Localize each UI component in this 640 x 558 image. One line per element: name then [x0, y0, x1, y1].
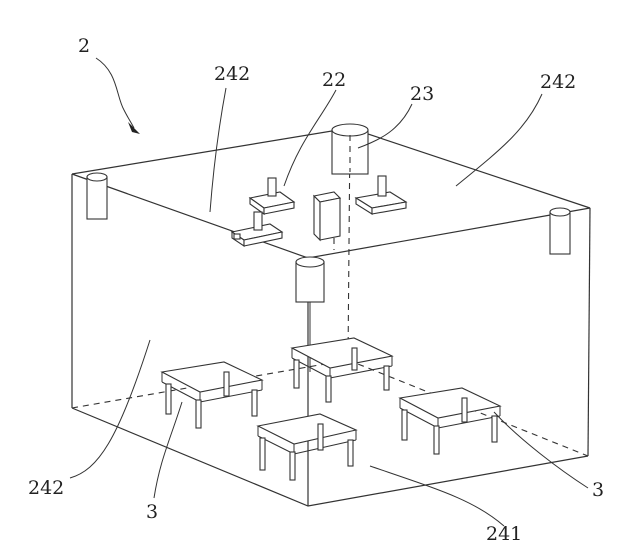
table-right	[398, 387, 502, 455]
component-23	[354, 175, 408, 215]
cylinder-top-front	[295, 256, 325, 303]
cylinder-top-back	[331, 123, 369, 175]
label-top-panel-right: 242	[540, 71, 576, 93]
component-22	[230, 177, 296, 248]
label-table-right: 3	[592, 479, 604, 501]
label-assembly-2: 2	[78, 35, 90, 57]
label-floor: 241	[486, 523, 522, 545]
label-left-panel: 242	[28, 477, 64, 499]
label-component-22: 22	[322, 69, 346, 91]
label-table-left: 3	[146, 501, 158, 523]
cylinder-top-left	[86, 172, 108, 220]
leader-lines	[69, 57, 589, 527]
label-top-panel-left: 242	[214, 63, 250, 85]
central-module	[312, 191, 342, 250]
table-left	[160, 361, 264, 429]
table-back	[290, 337, 394, 403]
enclosure-box	[71, 127, 591, 507]
table-front	[256, 413, 358, 481]
cylinder-top-right	[549, 207, 571, 255]
label-component-23: 23	[410, 83, 434, 105]
